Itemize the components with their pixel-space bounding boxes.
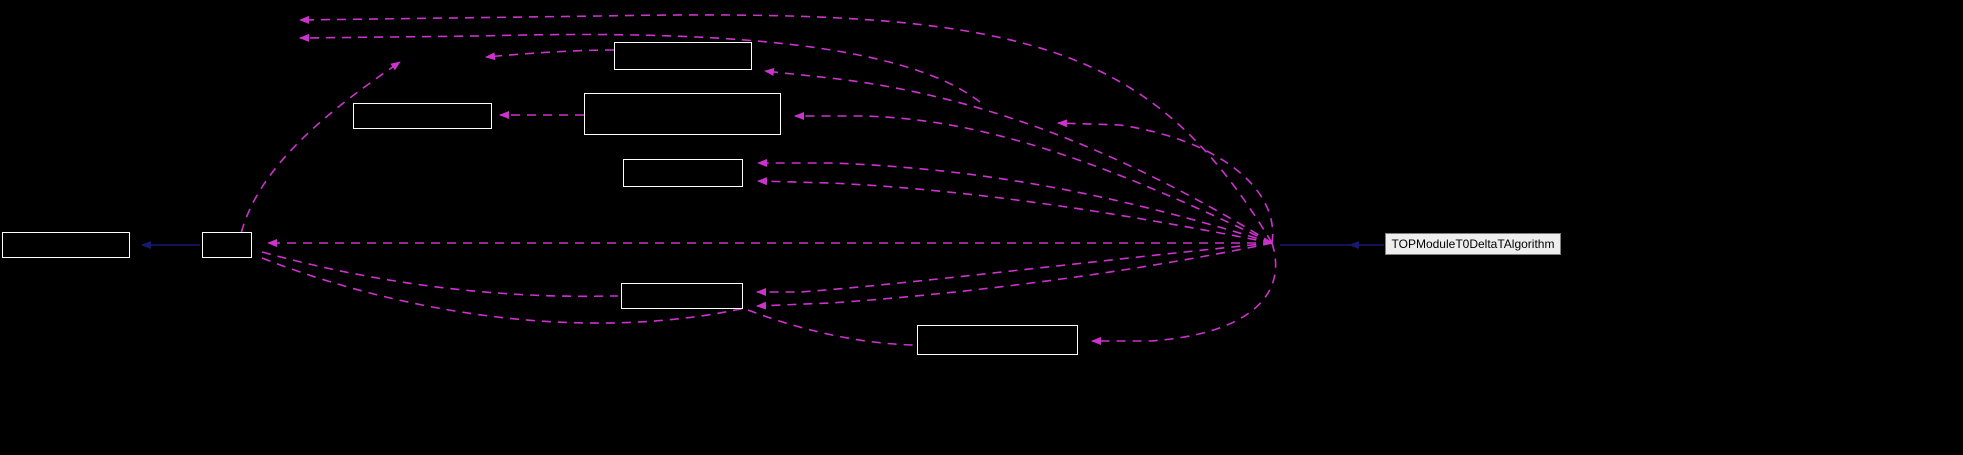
node-label: TOPModuleT0DeltaTAlgorithm [1391, 237, 1555, 251]
edge-hub-n5b [757, 177, 1273, 244]
node-box[interactable] [353, 103, 492, 129]
edge-hub-n5a [757, 159, 1273, 244]
edge-hub-n7 [1091, 242, 1277, 345]
edge-n3-left [485, 49, 615, 61]
node-box[interactable] [621, 283, 743, 309]
edge-dashed-group [237, 14, 1277, 346]
edge-hub-topleft-1 [299, 14, 1273, 244]
edge-hub-n4 [794, 112, 1273, 244]
edge-n1-upcurve [237, 61, 401, 249]
edge-hub-topleft-2 [299, 33, 981, 103]
node-box[interactable] [202, 232, 252, 258]
node-box[interactable] [2, 232, 130, 258]
edge-n1-n6 [261, 251, 618, 298]
node-box[interactable] [584, 93, 781, 135]
node-box[interactable] [917, 325, 1078, 355]
node-box[interactable] [623, 159, 743, 187]
edge-hub-upright [1057, 119, 1274, 244]
edge-n1-n6-lower [261, 257, 746, 324]
node-box-topmodulet0deltatalgorithm[interactable]: TOPModuleT0DeltaTAlgorithm [1385, 233, 1561, 255]
edge-hub-n3 [764, 67, 1273, 244]
edge-hub-n6a [756, 242, 1273, 296]
edge-hub-n6b [756, 242, 1273, 310]
node-box[interactable] [614, 42, 752, 70]
edge-n6-n7 [747, 309, 916, 346]
